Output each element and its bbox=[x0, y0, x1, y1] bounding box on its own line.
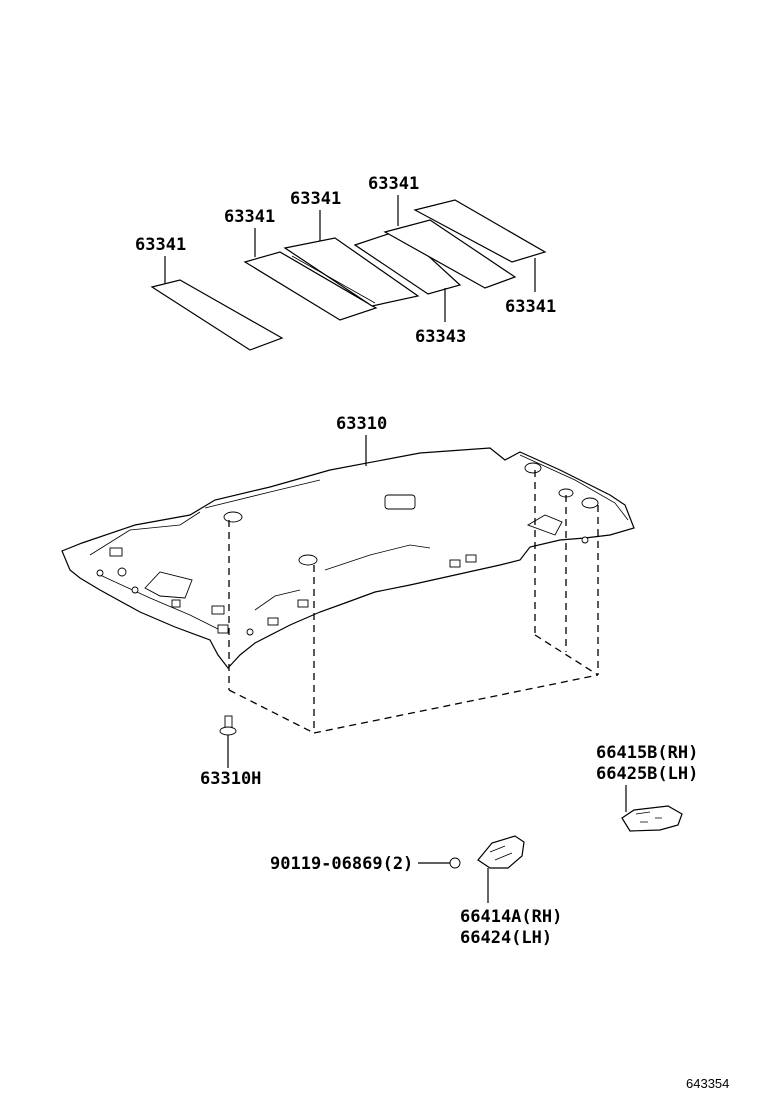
label-holder-lh-2: 66424(LH) bbox=[460, 928, 552, 948]
label-clip: 63310H bbox=[200, 769, 261, 789]
part-labels: 63341 63341 63341 63341 63341 63343 6331… bbox=[135, 174, 729, 1091]
pad-center-right bbox=[353, 229, 462, 295]
label-pad-3: 63341 bbox=[290, 189, 341, 209]
figure-id: 643354 bbox=[686, 1076, 729, 1091]
rear-light-opening bbox=[526, 514, 563, 536]
bolt-icon bbox=[449, 857, 461, 869]
label-pad-2: 63341 bbox=[224, 207, 275, 227]
label-pad-4: 63341 bbox=[368, 174, 419, 194]
label-pad-1: 63341 bbox=[135, 235, 186, 255]
label-pad-6: 63343 bbox=[415, 327, 466, 347]
pad-right bbox=[383, 219, 517, 289]
label-holder-lh-1: 66425B(LH) bbox=[596, 764, 698, 784]
clip-fastener bbox=[219, 715, 237, 768]
headliner bbox=[61, 447, 635, 669]
pad-center-left bbox=[283, 237, 420, 307]
label-bolt: 90119-06869(2) bbox=[270, 854, 413, 874]
pad-far-left bbox=[150, 279, 284, 351]
label-headliner: 63310 bbox=[336, 414, 387, 434]
insulator-pads bbox=[150, 199, 547, 351]
label-holder-rh-2: 66414A(RH) bbox=[460, 907, 562, 927]
leader-lines bbox=[164, 195, 536, 466]
headliner-body bbox=[61, 447, 635, 669]
dome-light-opening bbox=[144, 571, 193, 599]
assist-grip-holder-rear bbox=[621, 785, 683, 832]
label-holder-rh-1: 66415B(RH) bbox=[596, 743, 698, 763]
projection-lines bbox=[228, 470, 599, 734]
assist-grip-holder-front bbox=[418, 835, 525, 903]
pad-far-right bbox=[413, 199, 547, 263]
label-pad-5: 63341 bbox=[505, 297, 556, 317]
